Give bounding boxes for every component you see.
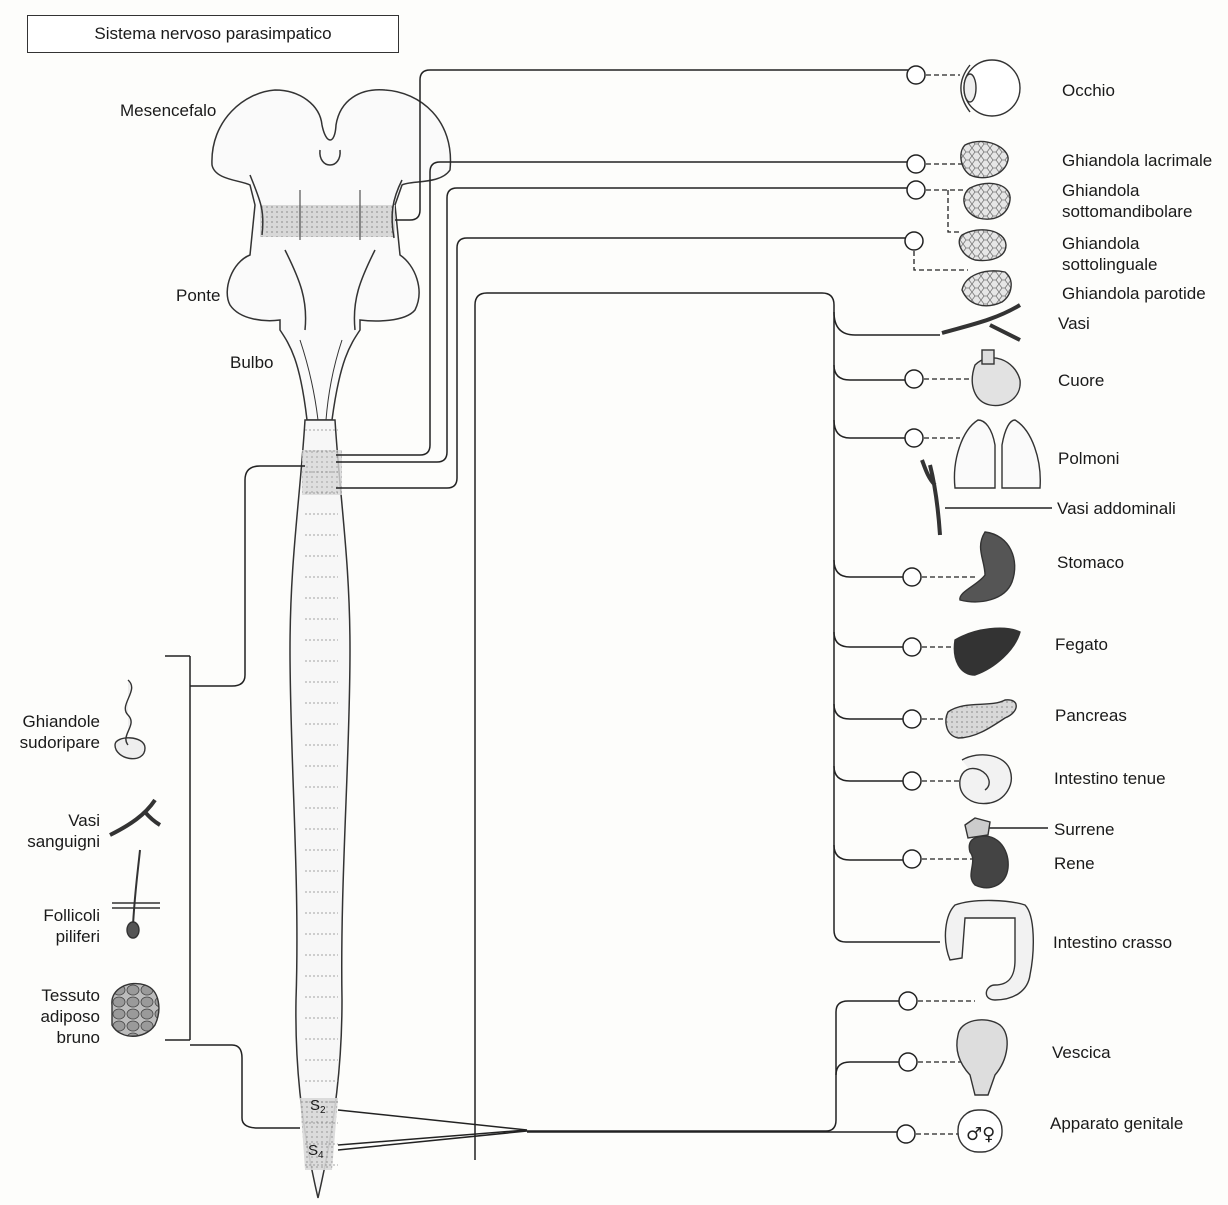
label-ponte: Ponte (176, 285, 220, 306)
label-apparato-genitale: Apparato genitale (1050, 1113, 1183, 1134)
label-cuore: Cuore (1058, 370, 1104, 391)
stomach-icon (960, 532, 1015, 602)
label-intestino-tenue: Intestino tenue (1054, 768, 1166, 789)
label-vasi-addominali: Vasi addominali (1057, 498, 1176, 519)
brown-fat-icon (112, 984, 159, 1037)
pancreas-icon (946, 700, 1016, 738)
label-intestino-crasso: Intestino crasso (1053, 932, 1172, 953)
svg-text:♂♀: ♂♀ (966, 1124, 995, 1145)
label-mesencefalo: Mesencefalo (120, 100, 216, 121)
sublingual-gland-icon (959, 230, 1006, 261)
label-occhio: Occhio (1062, 80, 1115, 101)
label-vescica: Vescica (1052, 1042, 1111, 1063)
label-surrene: Surrene (1054, 819, 1114, 840)
diagram-title: Sistema nervoso parasimpatico (27, 15, 399, 53)
label-stomaco: Stomaco (1057, 552, 1124, 573)
hair-follicle-icon (112, 850, 160, 938)
label-pancreas: Pancreas (1055, 705, 1127, 726)
small-intestine-icon (960, 755, 1011, 804)
adrenal-icon (965, 818, 990, 838)
ganglia (897, 66, 925, 1143)
spinal-cord (290, 420, 350, 1198)
blood-vessel-icon (110, 800, 160, 835)
label-ghiandola-lacrimale: Ghiandola lacrimale (1062, 150, 1212, 171)
label-fegato: Fegato (1055, 634, 1108, 655)
label-ghiandola-parotide: Ghiandola parotide (1062, 283, 1206, 304)
parotid-gland-icon (962, 271, 1011, 306)
abdominal-vessel-icon (922, 460, 940, 535)
label-s4: S4 (308, 1142, 324, 1161)
label-rene: Rene (1054, 853, 1095, 874)
label-bulbo: Bulbo (230, 352, 273, 373)
label-s2: S2 (310, 1097, 326, 1116)
eye-icon (961, 60, 1020, 116)
genital-icon: ♂♀ (958, 1110, 1002, 1152)
liver-icon (954, 628, 1020, 675)
lungs-icon (954, 420, 1040, 488)
submandibular-gland-icon (964, 183, 1010, 219)
sweat-gland-icon (115, 680, 145, 759)
bladder-icon (957, 1020, 1007, 1095)
large-intestine-icon (945, 900, 1033, 1000)
kidney-icon (969, 836, 1008, 888)
vessel-icon (942, 305, 1020, 340)
label-vasi: Vasi (1058, 313, 1090, 334)
heart-icon (972, 350, 1020, 406)
lacrimal-gland-icon (961, 141, 1008, 177)
label-polmoni: Polmoni (1058, 448, 1119, 469)
